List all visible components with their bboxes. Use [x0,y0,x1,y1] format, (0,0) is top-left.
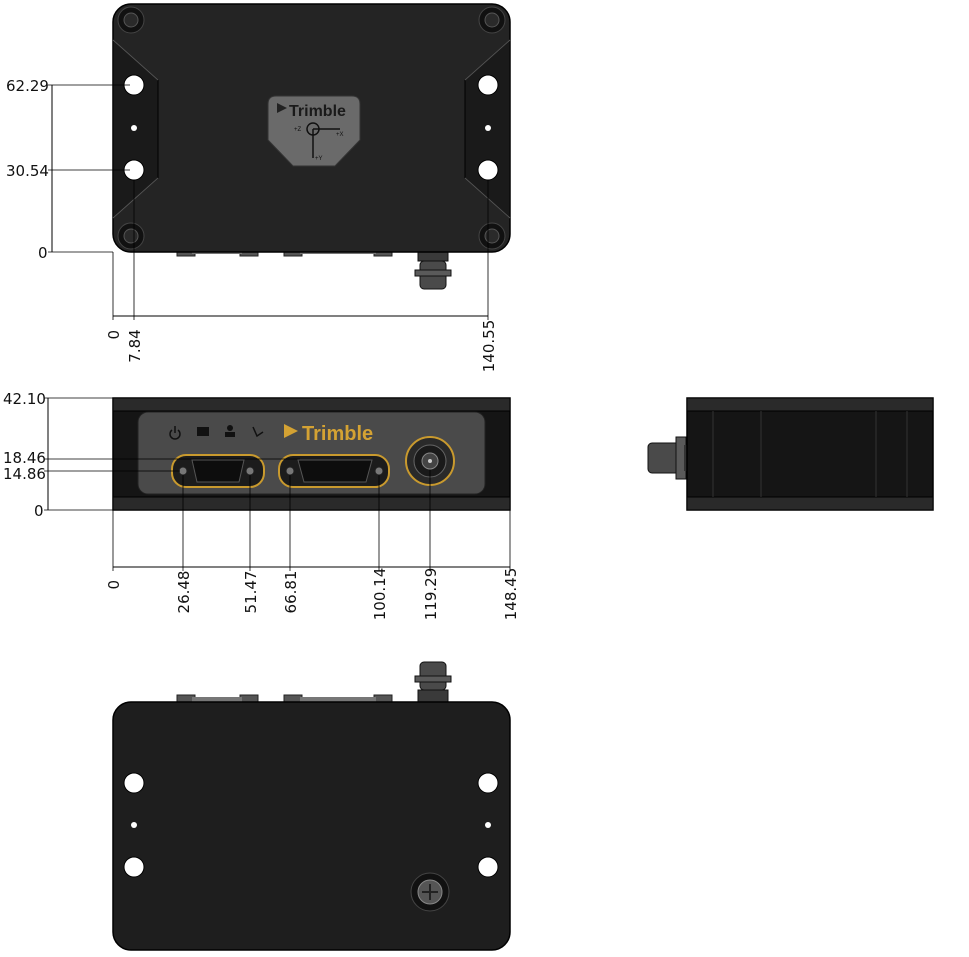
dim-front-h-4: 100.14 [371,568,389,621]
antenna-connector [414,246,452,290]
pin-hole [131,125,137,131]
mounting-hole [477,856,499,878]
pin-hole [131,822,137,828]
corner-screw [117,6,145,34]
satellite-icon [197,427,209,436]
dim-front-h-6: 148.45 [502,568,520,621]
db25-connector [278,454,390,488]
dim-front-h-3: 66.81 [282,571,300,614]
antenna-icon [252,426,264,438]
mounting-hole [123,856,145,878]
dim-front-h-2: 51.47 [242,571,260,614]
axis-x-label: +X [336,132,344,138]
dim-front-v-3: 0 [34,502,44,520]
label-plate [267,95,361,167]
coax-connector [405,436,455,486]
dim-top-h-1: 7.84 [126,329,144,362]
top-view: Trimble +X +Y +Z 62.29 30.54 0 0 7.84 14… [6,3,511,373]
dim-front-h-5: 119.29 [422,568,440,621]
corner-screw [117,222,145,250]
dim-top-v-2: 0 [38,244,48,262]
corner-screw [478,6,506,34]
dim-top-h-0: 0 [105,330,123,340]
dim-top-h-2: 140.55 [480,320,498,373]
dim-top-v-0: 62.29 [6,77,49,95]
dim-front-h-0: 0 [105,580,123,590]
power-icon [169,426,181,440]
enclosure-side [686,397,934,511]
dim-front-v-0: 42.10 [3,390,46,408]
front-view: Trimble 42.10 18.46 14.86 [3,390,520,620]
vent-screw-icon [410,872,450,912]
brand-logo-text: Trimble [289,103,346,120]
dim-top-v-1: 30.54 [6,162,49,180]
front-brand-logo-text: Trimble [302,423,373,445]
axis-y-label: +Y [315,156,323,162]
enclosure-bottom [112,701,511,951]
dim-front-h-1: 26.48 [175,571,193,614]
bottom-view [112,661,511,951]
mounting-hole [477,159,499,181]
pin-hole [485,125,491,131]
mounting-hole [477,74,499,96]
trimble-logo-icon [277,103,287,113]
side-view [647,397,934,511]
mounting-hole [123,772,145,794]
person-icon [225,425,235,437]
antenna-connector [414,661,452,705]
trimble-logo-icon [284,424,298,438]
corner-screw [478,222,506,250]
dim-front-v-2: 14.86 [3,465,46,483]
axis-z-label: +Z [294,127,302,133]
pin-hole [485,822,491,828]
mounting-hole [477,772,499,794]
dim-front-v-1: 18.46 [3,449,46,467]
